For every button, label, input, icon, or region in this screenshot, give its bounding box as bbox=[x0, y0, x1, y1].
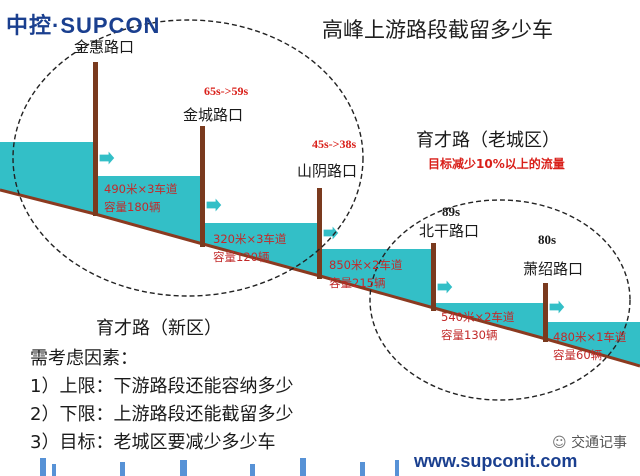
flow-arrow bbox=[436, 277, 454, 297]
chat-bubble-icon: ☺ bbox=[552, 435, 567, 451]
pole-xiaoshao bbox=[543, 283, 548, 342]
junction-label-shanyin: 山阴路口 bbox=[297, 162, 358, 180]
segment-1-info: 490米×3车道 容量180辆 bbox=[104, 180, 177, 216]
page-title: 高峰上游路段截留多少车 bbox=[322, 18, 553, 42]
segment-3-info: 850米×2车道 容量215辆 bbox=[329, 256, 402, 292]
new-district-label: 育才路（新区） bbox=[96, 318, 222, 339]
segment-1-queue bbox=[95, 176, 203, 244]
watermark-text: 交通记事 bbox=[571, 435, 628, 451]
consideration-item: 3）目标：老城区要减少多少车 bbox=[30, 432, 276, 453]
pole-beigan bbox=[431, 243, 436, 311]
segment-5-queue bbox=[546, 322, 640, 366]
old-district-goal: 目标减少10%以上的流量 bbox=[428, 157, 565, 171]
considerations-heading: 需考虑因素： bbox=[30, 348, 138, 369]
segment-4-spec: 540米×2车道 bbox=[441, 310, 515, 324]
old-district-label: 育才路（老城区） bbox=[416, 130, 560, 151]
website-url: www.supconit.com bbox=[414, 451, 578, 471]
signal-timing-jincheng: 65s->59s bbox=[204, 84, 249, 98]
flow-arrow bbox=[205, 195, 223, 215]
segment-1-capacity: 容量180辆 bbox=[104, 200, 161, 214]
junction-label-jincheng: 金城路口 bbox=[183, 106, 244, 124]
junction-label-jinhui: 金惠路口 bbox=[74, 38, 135, 56]
watermark: ☺ 交通记事 bbox=[552, 432, 627, 452]
skyline-decoration bbox=[40, 458, 399, 476]
signal-timing-shanyin: 45s->38s bbox=[312, 137, 357, 151]
segment-5-capacity: 容量60辆 bbox=[553, 348, 603, 362]
segment-2-queue bbox=[203, 223, 320, 276]
segment-5-spec: 480米×1车道 bbox=[553, 330, 627, 344]
segment-2-spec: 320米×3车道 bbox=[213, 232, 287, 246]
segment-3-capacity: 容量215辆 bbox=[329, 276, 386, 290]
consideration-item: 2）下限：上游路段还能截留多少 bbox=[30, 404, 294, 425]
flow-arrow bbox=[98, 148, 116, 168]
segment-3-queue bbox=[320, 249, 434, 308]
segment-4-info: 540米×2车道 容量130辆 bbox=[441, 308, 514, 344]
old-district-region bbox=[369, 199, 631, 401]
segment-5-info: 480米×1车道 容量60辆 bbox=[553, 328, 626, 364]
flow-arrow bbox=[548, 297, 566, 317]
consideration-item: 1）上限：下游路段还能容纳多少 bbox=[30, 376, 294, 397]
segment-4-capacity: 容量130辆 bbox=[441, 328, 498, 342]
junction-label-beigan: 北干路口 bbox=[419, 222, 480, 240]
pole-jinhui bbox=[93, 62, 98, 216]
segment-2-info: 320米×3车道 容量120辆 bbox=[213, 230, 286, 266]
new-district-region bbox=[12, 19, 364, 297]
pole-jincheng bbox=[200, 126, 205, 247]
junction-label-xiaoshao: 萧绍路口 bbox=[523, 260, 584, 278]
segment-1-spec: 490米×3车道 bbox=[104, 182, 178, 196]
signal-timing-xiaoshao: 80s bbox=[538, 232, 557, 247]
considerations-list: 需考虑因素： 1）上限：下游路段还能容纳多少 2）下限：上游路段还能截留多少 3… bbox=[30, 345, 293, 457]
flow-arrow bbox=[322, 223, 340, 243]
signal-timing-beigan: 89s bbox=[442, 204, 461, 219]
segment-2-capacity: 容量120辆 bbox=[213, 250, 270, 264]
pole-shanyin bbox=[317, 188, 322, 279]
company-logo: 中控·SUPCON bbox=[6, 13, 161, 38]
segment-3-spec: 850米×2车道 bbox=[329, 258, 403, 272]
